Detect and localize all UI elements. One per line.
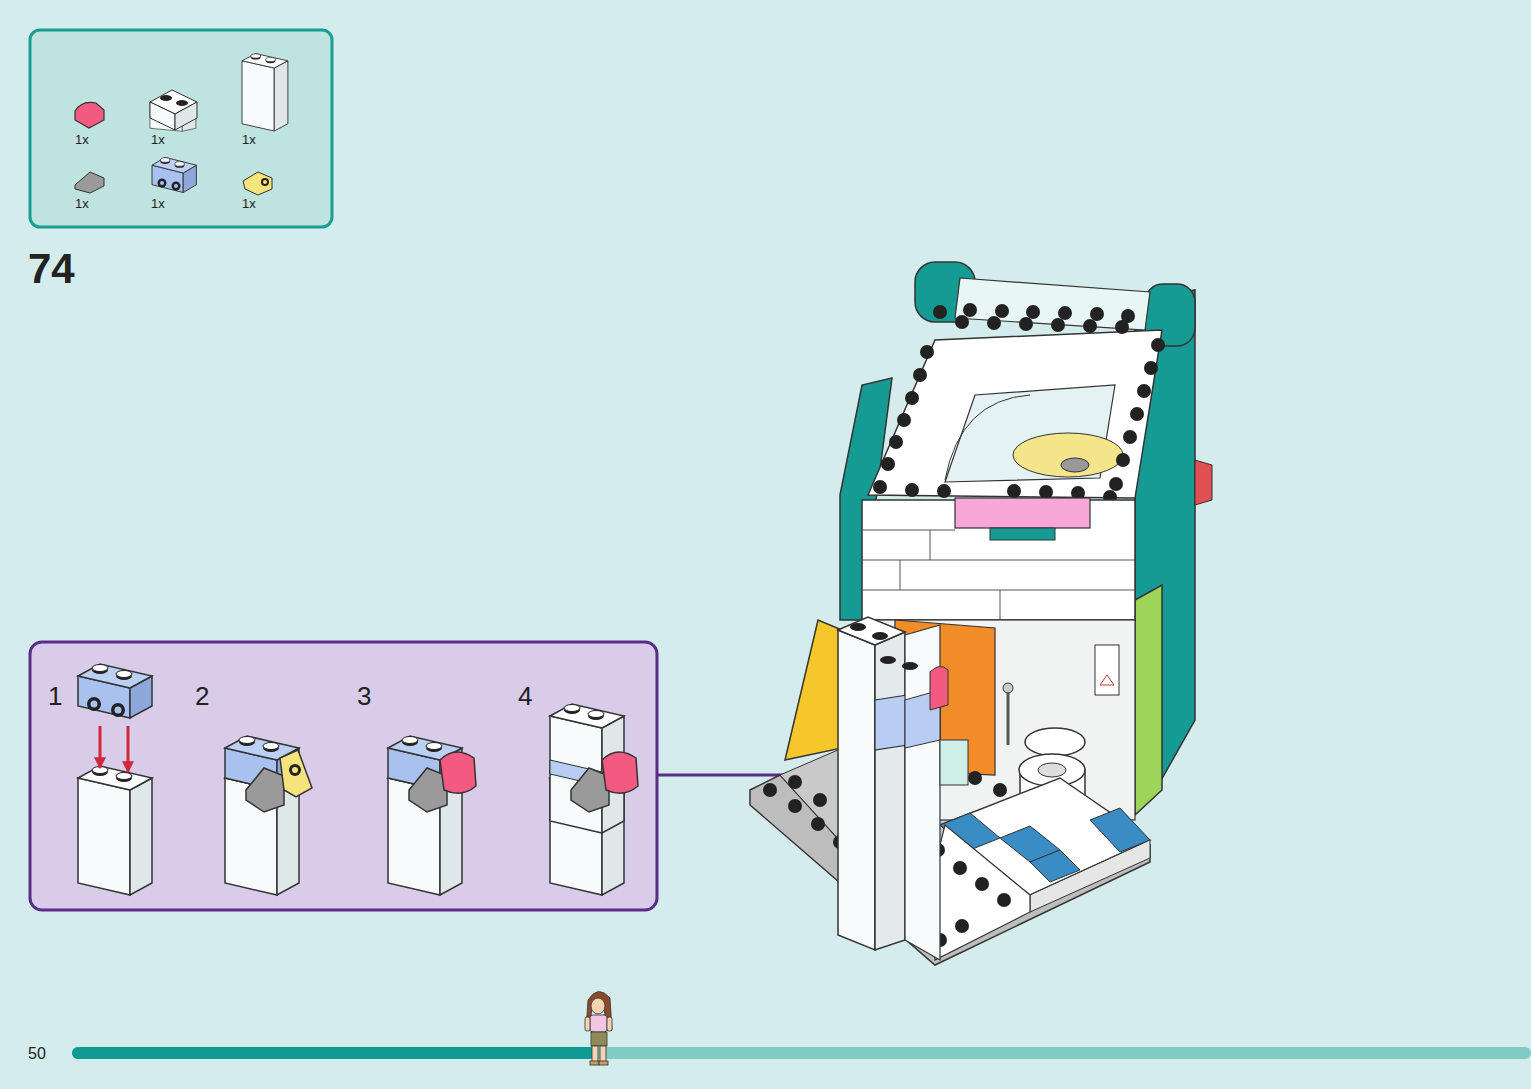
parts-list-panel: 1x 1x 1x 1x 1x 1x <box>30 30 332 227</box>
sub-build-panel: 1 2 3 4 <box>30 642 657 910</box>
part-quantity: 1x <box>151 133 165 147</box>
sub-step-number: 1 <box>48 682 62 711</box>
sub-step-number: 4 <box>518 682 532 711</box>
sub-step-number: 2 <box>195 682 209 711</box>
step-number: 74 <box>28 246 75 292</box>
part-quantity: 1x <box>75 133 89 147</box>
part-quantity: 1x <box>242 197 256 211</box>
page-number: 50 <box>28 1045 46 1063</box>
sub-step-number: 3 <box>357 682 371 711</box>
part-quantity: 1x <box>75 197 89 211</box>
part-quantity: 1x <box>242 133 256 147</box>
part-quantity: 1x <box>151 197 165 211</box>
